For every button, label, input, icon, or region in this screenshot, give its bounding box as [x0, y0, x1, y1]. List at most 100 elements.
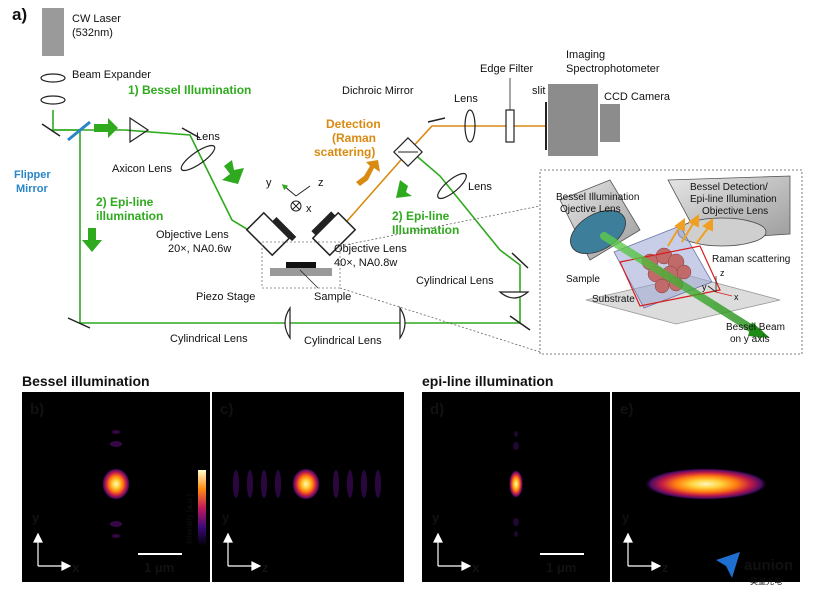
edge-filter: [505, 109, 515, 143]
obj-left-label-2: 20×, NA0.6w: [168, 243, 231, 255]
panel-d-axis-y: y: [432, 510, 440, 525]
inset-raman-label: Raman scattering: [712, 254, 790, 265]
cw-laser-label-2: (532nm): [72, 27, 113, 39]
logo-sub: 昊量光电: [750, 576, 782, 586]
obj-right-label-1: Objective Lens: [334, 243, 407, 255]
inset: [539, 169, 803, 355]
panel-a-letter: a): [12, 5, 27, 24]
flipper-label-1: Flipper: [14, 169, 51, 181]
cyl-lens-bottom-left: [284, 306, 291, 340]
axicon-lens: [129, 116, 150, 144]
panel-b-scale: 1 μm: [144, 560, 174, 575]
arrow-bessel: [94, 118, 118, 138]
inset-substrate-label: Substrate: [592, 294, 635, 305]
axis-x-cross-2: [291, 201, 301, 211]
axis-y-label: y: [266, 177, 272, 189]
spectrophotometer: [548, 84, 598, 156]
panel-e-axis-y: y: [622, 510, 630, 525]
mirror-3: [509, 315, 531, 331]
lens-left-label: Lens: [196, 131, 220, 143]
detection-label-3: scattering): [314, 145, 375, 159]
detection-path: [324, 125, 545, 247]
beam-expander-lens-1: [40, 73, 66, 83]
inset-beam-label-1: Bessel Beam: [726, 322, 785, 333]
lens-right-label: Lens: [468, 181, 492, 193]
lens-right: [437, 172, 467, 200]
panel-b-letter: b): [30, 401, 44, 418]
detection-label-1: Detection: [326, 117, 381, 131]
panel-c-axis-z: z: [262, 560, 269, 575]
sample-region-box: [261, 241, 341, 289]
axis-x-circle: [290, 200, 302, 212]
mirror-4: [181, 127, 201, 139]
detection-label-2: (Raman: [332, 131, 376, 145]
dichroic-label: Dichroic Mirror: [342, 85, 414, 97]
inset-bessel-obj-1: Bessel Illumination: [556, 192, 639, 203]
flipper-label-2: Mirror: [16, 183, 49, 195]
piezo-stage: [270, 268, 332, 276]
lens-top: [464, 109, 476, 143]
obj-right-label-2: 40×, NA0.8w: [334, 257, 397, 269]
sample-label: Sample: [314, 291, 351, 303]
cyl-lens-bottom-right: [399, 306, 406, 340]
axis-x-label: x: [306, 203, 312, 215]
inset-leader-bottom: [339, 287, 541, 353]
epi-left-label-1: 2) Epi-line: [96, 195, 154, 209]
bessel-illumination-label: 1) Bessel Illumination: [128, 83, 251, 97]
section-epi-title: epi-line illumination: [422, 373, 553, 389]
axis-y-line: [281, 184, 297, 197]
arrow-detection: [356, 160, 380, 186]
cyl-bottom-right-label: Cylindrical Lens: [304, 335, 382, 347]
slit-label: slit: [532, 85, 545, 97]
sample-leader: [299, 269, 319, 289]
inset-bessel-obj-2: Ojective Lens: [560, 204, 621, 215]
arrow-epi-left: [82, 228, 102, 252]
axicon-label: Axicon Lens: [112, 163, 172, 175]
epi-right-label-2: Illumination: [392, 223, 459, 237]
inset-ax-z: z: [720, 268, 725, 278]
epi-left-label-2: illumination: [96, 209, 163, 223]
arrow-epi-right: [396, 180, 412, 198]
mirror-1: [41, 123, 61, 137]
cyl-right-label: Cylindrical Lens: [416, 275, 494, 287]
cyl-bottom-left-label: Cylindrical Lens: [170, 333, 248, 345]
inset-ax-x: x: [734, 292, 739, 302]
inset-ax-y: y: [702, 282, 707, 292]
mirror-2: [67, 317, 91, 329]
panel-b-axis-x: x: [72, 560, 80, 575]
panel-d: [422, 392, 610, 582]
obj-left-label-1: Objective Lens: [156, 229, 229, 241]
inset-det-obj-2: Epi-line Illumination: [690, 194, 777, 205]
objective-left: [245, 211, 297, 257]
logo: aunion 昊量光电: [716, 552, 793, 586]
arrow-lens-green: [222, 160, 244, 184]
edge-filter-label: Edge Filter: [480, 63, 534, 75]
colorbar-label: Intensity [a.u.]: [185, 494, 194, 544]
sample: [286, 262, 316, 268]
panel-b: [22, 392, 210, 582]
mirror-5: [427, 117, 446, 123]
axis-z-label: z: [318, 177, 324, 189]
lens-left: [180, 144, 216, 172]
mirror-6: [511, 252, 529, 269]
inset-beam-label-2: on y axis: [730, 334, 769, 345]
panel-c: [212, 392, 404, 582]
section-bessel-title: Bessel illumination: [22, 373, 150, 389]
inset-det-obj-3: Objective Lens: [702, 206, 768, 217]
inset-det-obj-1: Bessel Detection/: [690, 182, 768, 193]
piezo-label: Piezo Stage: [196, 291, 255, 303]
epi-right-label-1: 2) Epi-line: [392, 209, 450, 223]
cw-laser: [42, 8, 64, 56]
imaging-label-2: Spectrophotometer: [566, 63, 660, 75]
panel-e-letter: e): [620, 401, 633, 418]
panel-c-letter: c): [220, 401, 233, 418]
ccd-camera: [600, 104, 620, 142]
panel-e: [612, 392, 800, 582]
panel-d-letter: d): [430, 401, 444, 418]
panel-c-axis-y: y: [222, 510, 230, 525]
inset-leader-top: [339, 205, 541, 247]
cyl-lens-right: [498, 291, 530, 299]
panel-d-scale: 1 μm: [546, 560, 576, 575]
flipper-mirror: [67, 120, 91, 142]
